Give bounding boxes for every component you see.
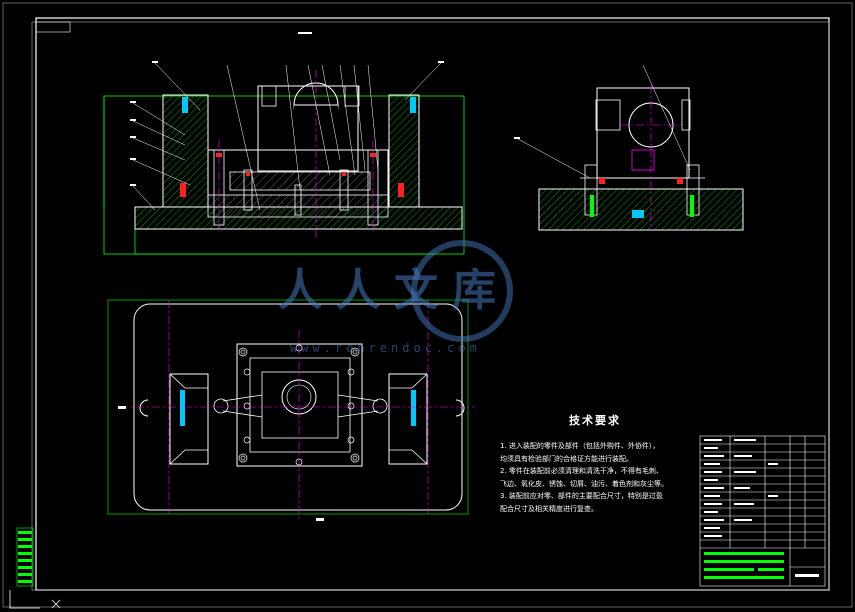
- technical-requirements: 技术要求 1. 进入装配的零件及部件（包括外购件、外协件）， 均须具有检验部门的…: [500, 412, 690, 515]
- tech-note-line: 3. 装配前应对零、部件的主要配合尺寸，特别是过盈: [500, 492, 663, 500]
- tech-note-line: 飞边、氧化皮、锈蚀、切屑、油污、着色剂和灰尘等。: [500, 479, 668, 488]
- technical-requirements-title: 技术要求: [569, 414, 621, 427]
- side-view: [514, 64, 744, 231]
- tech-note-line: 1. 进入装配的零件及部件（包括外购件、外协件），: [500, 442, 660, 450]
- tech-note-line: 均须具有检验部门的合格证方能进行装配。: [500, 454, 633, 463]
- watermark-url: www.renrendoc.com: [290, 341, 481, 355]
- tech-note-line: 配合尺寸及相关精度进行复查。: [500, 504, 598, 513]
- plan-view: [107, 299, 475, 521]
- tech-note-line: 2. 零件在装配前必须清理和清洗干净，不得有毛刺、: [500, 467, 663, 475]
- watermark-text: 人人文库: [278, 265, 510, 316]
- front-section-view: [103, 32, 465, 255]
- title-block: [699, 435, 826, 587]
- revision-strip: [16, 527, 34, 587]
- ucs-axes-icon: [9, 590, 61, 609]
- title-block-fills: [704, 439, 819, 579]
